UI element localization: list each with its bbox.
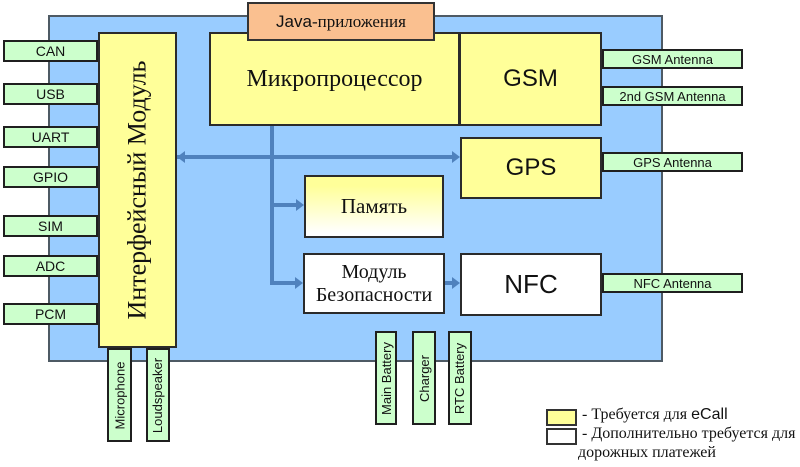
legend-text-ecall: - Требуется для eCall [582, 406, 728, 424]
memory-label: Память [340, 194, 408, 218]
port-label-pcm: PCM [34, 306, 67, 322]
port-label-gpio: GPIO [32, 169, 68, 185]
security-module-label: Модуль Безопасности [315, 261, 433, 306]
port-label-can: CAN [35, 43, 66, 59]
port-box-uart: UART [3, 126, 98, 148]
memory-box: Память [304, 175, 444, 238]
java-suffix-label: -приложения [311, 11, 406, 31]
security-module-box: Модуль Безопасности [303, 253, 445, 314]
legend-additional-line1: - Дополнительно требуется для [582, 425, 796, 442]
connector-arrow-security-module [295, 277, 303, 289]
connector-arrow-memory [296, 199, 304, 211]
port-label-uart: UART [31, 129, 70, 145]
gps-box: GPS [460, 137, 602, 199]
legend-ecall-prefix: - Требуется для [582, 406, 692, 423]
processor-box: Микропроцессор [209, 32, 460, 126]
antenna-label-gps: GPS Antenna [633, 154, 712, 170]
antenna-box-2nd-gsm: 2nd GSM Antenna [602, 86, 743, 106]
port-label-adc: ADC [35, 258, 66, 274]
antenna-box-gps: GPS Antenna [602, 152, 743, 172]
legend-swatch-ecall [546, 409, 577, 426]
gsm-label: GSM [503, 65, 558, 92]
port-label-sim: SIM [38, 218, 63, 234]
legend-text-additional-line1: - Дополнительно требуется для [582, 425, 795, 443]
port-box-can: CAN [3, 40, 98, 62]
connector-security-nfc [445, 281, 453, 285]
port-box-pcm: PCM [3, 303, 98, 325]
connector-arrow-nfc [452, 277, 460, 289]
connector-interface-gps [177, 155, 453, 159]
nfc-box: NFC [460, 253, 602, 316]
java-applications-box: Java -приложения [247, 2, 435, 41]
legend-ecall-term: eCall [691, 406, 728, 423]
port-box-loudspeaker: Loudspeaker [146, 348, 170, 442]
port-label-usb: USB [36, 86, 65, 102]
antenna-label-gsm: GSM Antenna [632, 51, 713, 67]
gsm-box: GSM [459, 32, 602, 126]
port-label-main-battery: Main Battery [378, 341, 394, 415]
legend-text-additional-line2: дорожных платежей [578, 444, 716, 462]
processor-label: Микропроцессор [246, 65, 423, 92]
legend-additional-line2: дорожных платежей [578, 444, 716, 461]
gps-label: GPS [505, 154, 557, 181]
interface-module-box: Интерфейсный Модуль [98, 32, 177, 348]
nfc-label: NFC [504, 269, 558, 299]
port-box-sim: SIM [3, 215, 98, 237]
port-label-rtc-battery: RTC Battery [452, 342, 468, 414]
port-box-usb: USB [3, 83, 98, 105]
antenna-label-2nd-gsm: 2nd GSM Antenna [619, 88, 726, 104]
connector-bus-security [272, 281, 296, 285]
antenna-box-nfc: NFC Antenna [602, 273, 743, 293]
interface-module-label: Интерфейсный Модуль [122, 60, 152, 320]
legend-swatch-additional [546, 428, 577, 445]
connector-bus-memory [272, 203, 297, 207]
port-box-charger: Charger [412, 331, 436, 425]
port-box-gpio: GPIO [3, 166, 98, 188]
port-box-adc: ADC [3, 255, 98, 277]
connector-arrow-interface-module [177, 151, 185, 163]
antenna-label-nfc: NFC Antenna [633, 275, 712, 291]
port-box-rtc-battery: RTC Battery [448, 331, 472, 425]
port-label-charger: Charger [416, 354, 432, 402]
port-box-main-battery: Main Battery [375, 331, 397, 425]
port-label-loudspeaker: Loudspeaker [150, 357, 166, 433]
port-label-microphone: Microphone [112, 361, 127, 429]
port-box-microphone: Microphone [107, 348, 132, 442]
antenna-box-gsm: GSM Antenna [602, 49, 743, 69]
connector-arrow-gps [452, 151, 460, 163]
java-label: Java [276, 11, 312, 31]
